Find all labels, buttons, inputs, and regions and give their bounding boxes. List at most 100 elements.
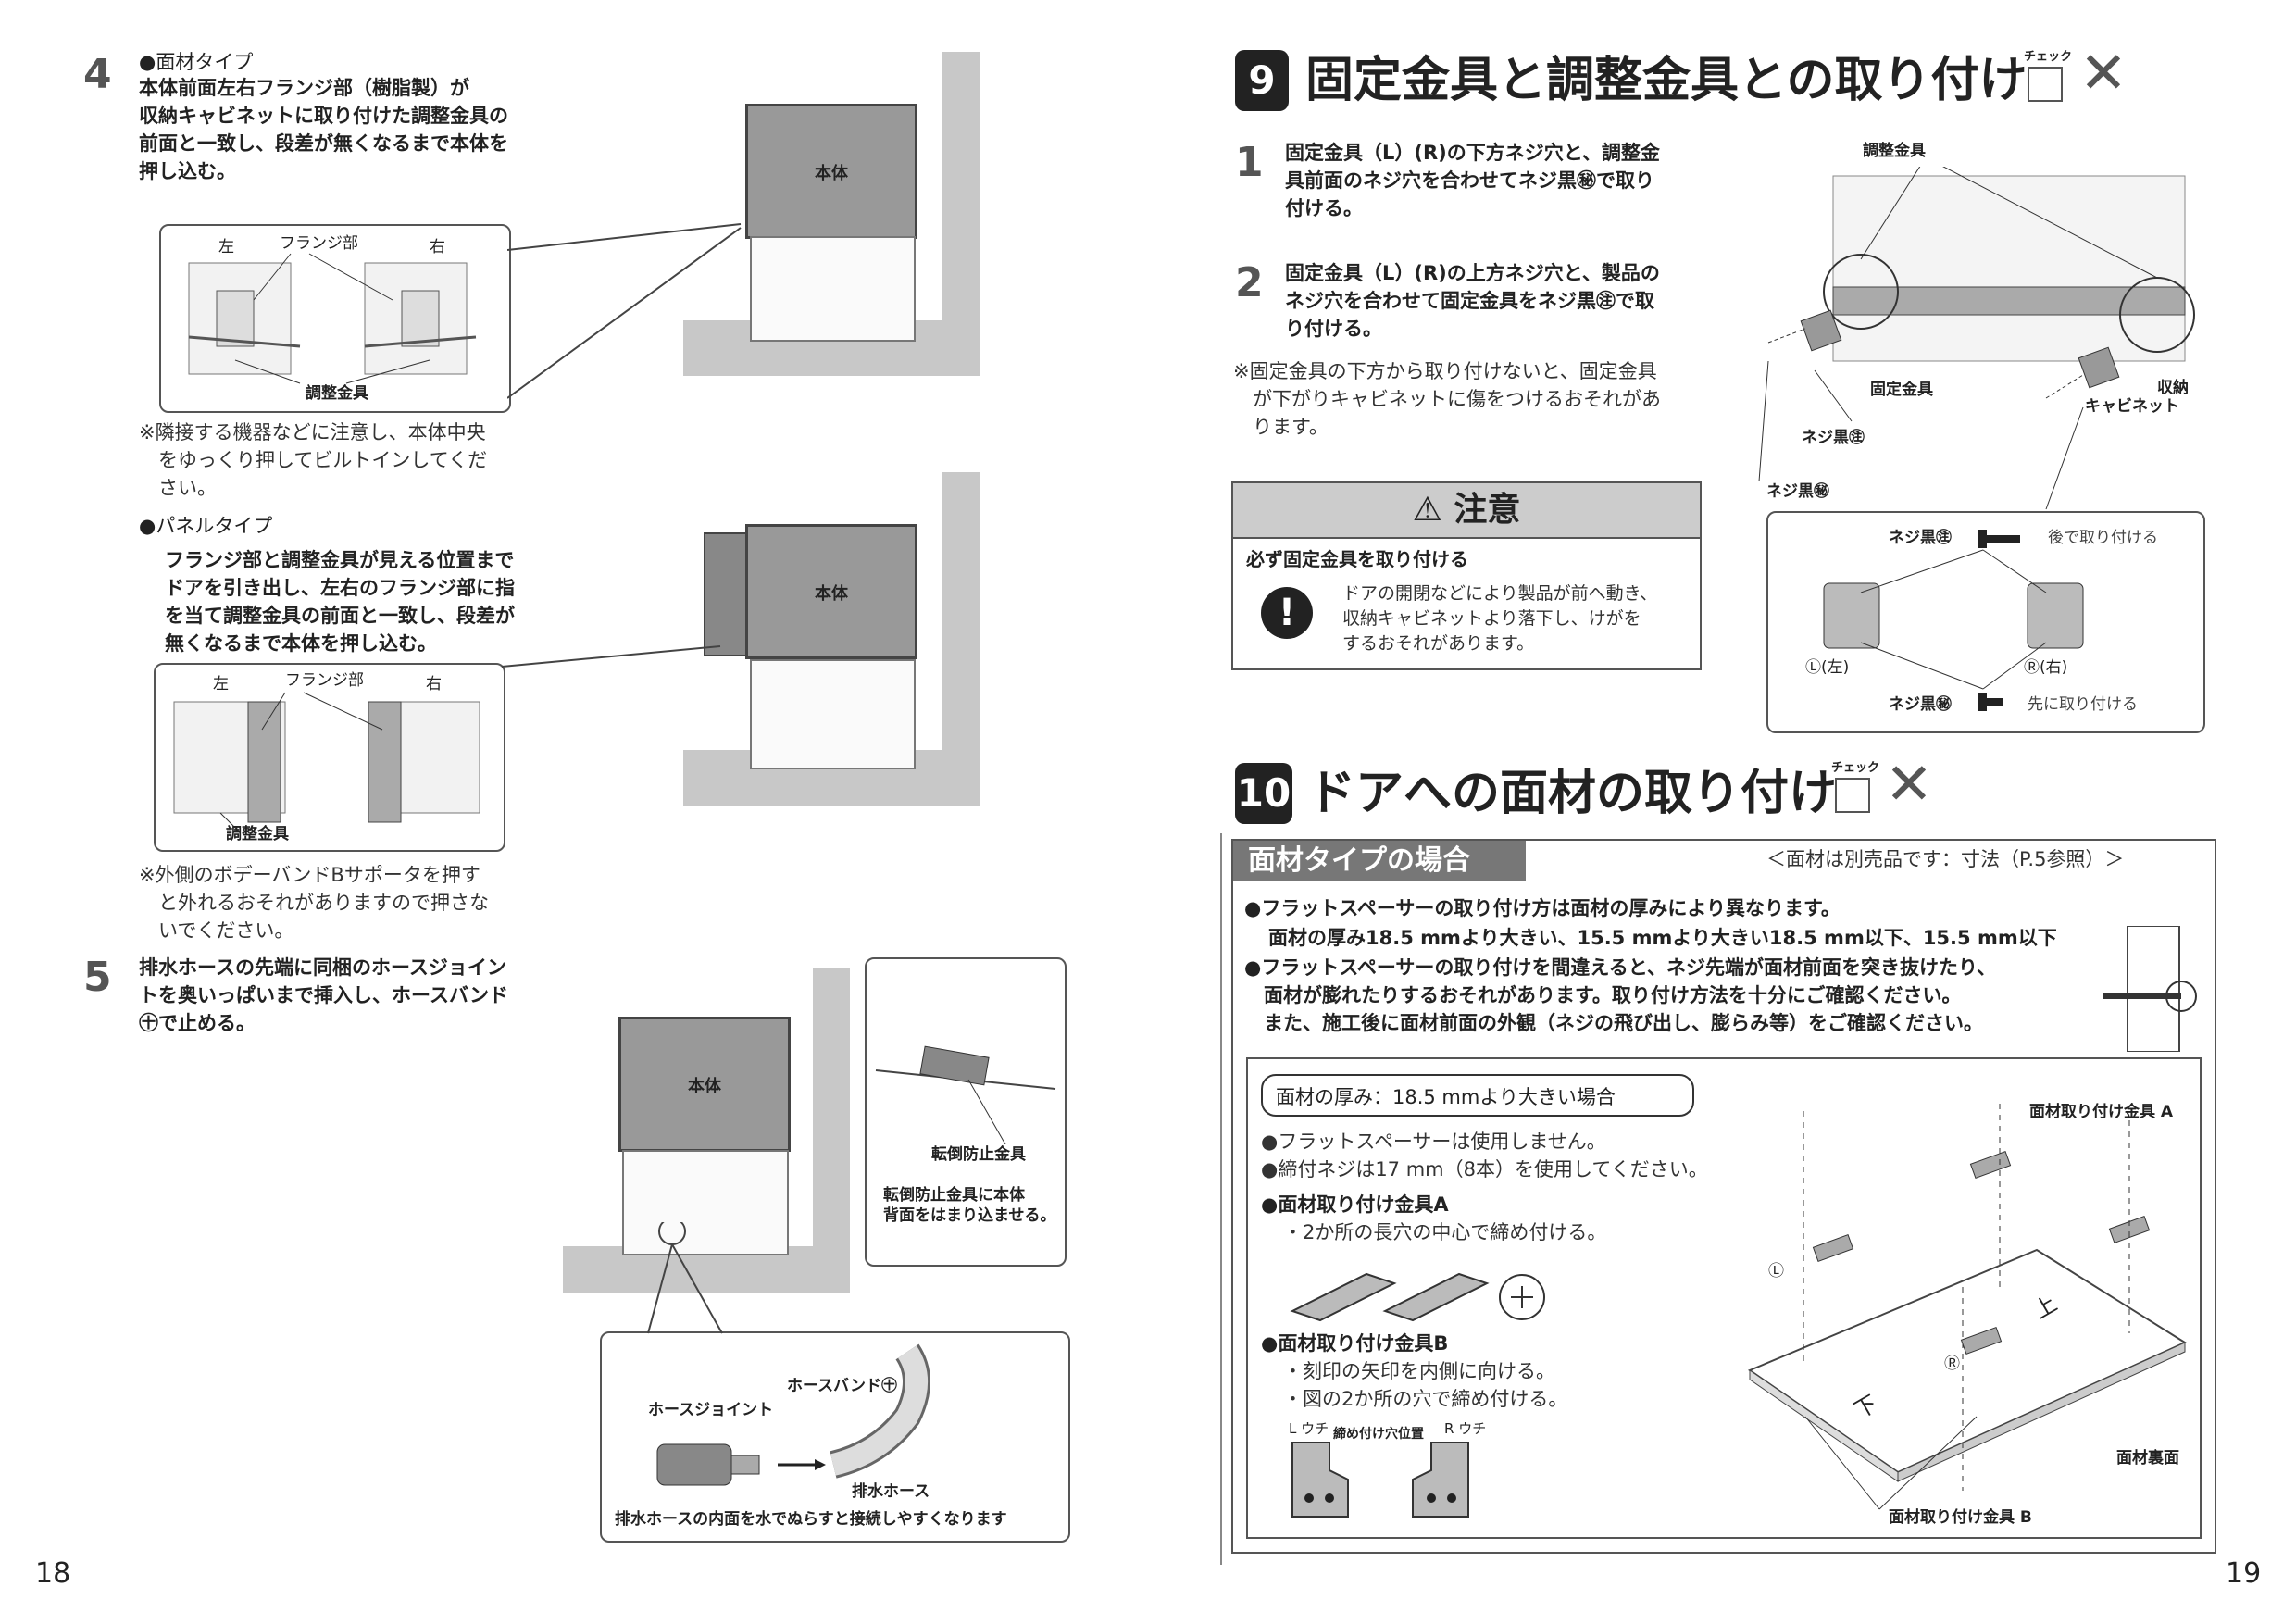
tip-bracket-note: 転倒防止金具に本体 背面をはまり込ませる。	[883, 1185, 1056, 1226]
case-label: 面材の厚み：18.5 mmより大きい場合	[1261, 1074, 1694, 1117]
caution-header: ⚠ 注意	[1233, 483, 1700, 539]
text-line: ※隣接する機器などに注意し、本体中央	[139, 421, 486, 443]
text-line: り付ける。	[1285, 318, 1382, 340]
text-line: 具前面のネジ穴を合わせてネジ黒㊙で取り	[1285, 169, 1654, 192]
bracket-a-head: ●面材取り付け金具A	[1261, 1193, 1449, 1216]
screw-order-illustration	[1823, 530, 2084, 711]
text-line: ・図の2か所の穴で締め付ける。	[1283, 1388, 1568, 1410]
page-number-right: 19	[2226, 1557, 2262, 1590]
text-line: 排水ホースの先端に同梱のホースジョイン	[139, 956, 506, 979]
step-9-2-number: 2	[1235, 259, 1264, 306]
tip-bracket-label: 転倒防止金具	[931, 1145, 1026, 1164]
flange-diagram-1: 左 フランジ部 右 調整金具	[159, 224, 511, 413]
text-line: トを奥いっぱいまで挿入し、ホースバンド	[139, 984, 508, 1006]
caution-head: 必ず固定金具を取り付ける	[1246, 548, 1468, 570]
unit-body-1: 本体	[745, 104, 917, 239]
label-cabinet-2: キャビネット	[2085, 397, 2179, 416]
hose-note: 排水ホースの内面を水でぬらすと接続しやすくなります	[615, 1510, 1007, 1529]
body-label: 本体	[815, 164, 848, 183]
text-line: 固定金具（L）(R)の上方ネジ穴と、製品の	[1285, 262, 1660, 284]
screw-through-illustration	[2103, 926, 2197, 1052]
text-line: 収納キャビネットに取り付けた調整金具の	[139, 105, 508, 127]
case-text: ●フラットスペーサーは使用しません。 ●締付ネジは17 mm（8本）を使用してく…	[1261, 1128, 1708, 1183]
section-10-badge: 10	[1235, 763, 1292, 824]
no-drill-icon: ✕	[2079, 39, 2128, 106]
hose-joint-label: ホースジョイント	[648, 1401, 774, 1419]
hose-callout: ホースジョイント ホースバンド㊉ 排水ホース 排水ホースの内面を水でぬらすと接続…	[600, 1331, 1070, 1543]
text-line: 転倒防止金具に本体	[883, 1186, 1025, 1205]
step-9-2-text: 固定金具（L）(R)の上方ネジ穴と、製品の ネジ穴を合わせて固定金具をネジ黒㊟で…	[1285, 259, 1660, 343]
unit-body-3: 本体	[618, 1017, 791, 1152]
step-5-number: 5	[83, 954, 112, 1001]
text-line: ドアを引き出し、左右のフランジ部に指	[165, 577, 515, 599]
bullet-2: ●フラットスペーサーの取り付けを間違えると、ネジ先端が面材前面を突き抜けたり、 …	[1244, 954, 1996, 1037]
caution-title: 注意	[1454, 491, 1521, 529]
leader-lines-2	[502, 645, 721, 668]
tip-bracket-callout: 転倒防止金具 転倒防止金具に本体 背面をはまり込ませる。	[865, 957, 1067, 1267]
label-R-mark: Ⓡ	[1944, 1355, 1960, 1373]
text-line: 押し込む。	[139, 160, 236, 182]
label-screw-short-2: ネジ黒㊙	[1889, 695, 1952, 714]
section-9-title: 固定金具と調整金具との取り付け	[1305, 53, 2028, 108]
label-right: 右	[430, 238, 445, 256]
step-4-number: 4	[83, 51, 112, 98]
bracket-b-text: ・刻印の矢印を内側に向ける。 ・図の2か所の穴で締め付ける。	[1283, 1357, 1567, 1413]
unit-base-1	[750, 236, 916, 342]
label-bracket-b: 面材取り付け金具 B	[1889, 1508, 2032, 1527]
check-label-9: チェック	[2024, 50, 2073, 64]
label-R: Ⓡ(右)	[2024, 658, 2068, 677]
sec10-frame	[1231, 839, 2216, 1554]
text-line: ・刻印の矢印を内側に向ける。	[1283, 1360, 1555, 1382]
label-bracket: 調整金具	[226, 825, 289, 843]
text-line: 本体前面左右フランジ部（樹脂製）が	[139, 77, 469, 99]
sec9-cabinet-diagram	[1758, 167, 2195, 510]
no-drill-icon: ✕	[1885, 750, 1933, 818]
label-after: 後で取り付ける	[2048, 529, 2158, 547]
section-10-title: ドアへの面材の取り付け	[1307, 766, 1838, 821]
hose-illustration	[656, 1343, 930, 1486]
caution-box: ⚠ 注意 必ず固定金具を取り付ける ! ドアの開閉などにより製品が前へ動き、 収…	[1231, 481, 1702, 670]
caution-text: ドアの開閉などにより製品が前へ動き、 収納キャビネットより落下し、けがを するお…	[1342, 581, 1657, 656]
label-cabinet: 収納	[2157, 378, 2189, 398]
bracket-a-illustration	[1290, 1272, 1545, 1322]
text-line: 面材が膨れたりするおそれがあります。取り付け方法を十分にご確認ください。	[1244, 984, 1962, 1006]
section-9-badge: 9	[1235, 50, 1289, 111]
bullet-1: ●フラットスペーサーの取り付け方は面材の厚みにより異なります。	[1244, 897, 1841, 919]
text-line: いでください。	[139, 919, 294, 942]
label-L-mark: Ⓛ	[1768, 1262, 1784, 1280]
b-right-stamp: R ウチ	[1444, 1420, 1487, 1437]
panel-type-label: ●パネルタイプ	[139, 515, 273, 537]
facing-type-band: 面材タイプの場合	[1233, 841, 1526, 881]
band-note: ＜面材は別売品です：寸法（P.5参照）＞	[1766, 848, 2125, 870]
facing-type-label: ●面材タイプ	[139, 51, 254, 73]
label-bracket-a: 面材取り付け金具 A	[2029, 1103, 2174, 1121]
text-line: をゆっくり押してビルトインしてくだ	[139, 449, 488, 471]
step-4-text: 本体前面左右フランジ部（樹脂製）が 収納キャビネットに取り付けた調整金具の 前面…	[139, 74, 508, 185]
label-L: Ⓛ(左)	[1805, 658, 1850, 677]
label-screw-short: ネジ黒㊙	[1766, 482, 1829, 501]
flange-illustration-2	[173, 692, 480, 832]
text-line: 付ける。	[1285, 197, 1363, 219]
panel-type-text: フランジ部と調整金具が見える位置まで ドアを引き出し、左右のフランジ部に指 を当…	[165, 546, 515, 657]
exclamation-icon: !	[1261, 587, 1313, 639]
label-adjust-bracket: 調整金具	[1863, 142, 1926, 160]
unit-body-2: 本体	[745, 524, 917, 659]
page-number-left: 18	[35, 1557, 71, 1590]
unit-base-3	[622, 1150, 789, 1255]
drain-hose-label: 排水ホース	[852, 1482, 930, 1501]
label-panel-back: 面材裏面	[2116, 1449, 2179, 1468]
step-9-1-text: 固定金具（L）(R)の下方ネジ穴と、調整金 具前面のネジ穴を合わせてネジ黒㊙で取…	[1285, 139, 1660, 222]
b-left-stamp: L ウチ	[1289, 1420, 1329, 1437]
label-flange: フランジ部	[280, 234, 358, 253]
unit-base-2	[750, 659, 916, 769]
text-line: が下がりキャビネットに傷をつけるおそれがあ	[1233, 388, 1661, 410]
label-left: 左	[213, 675, 229, 693]
text-line: 固定金具（L）(R)の下方ネジ穴と、調整金	[1285, 142, 1660, 164]
text-line: ●フラットスペーサーは使用しません。	[1261, 1131, 1606, 1153]
text-line: 背面をはまり込ませる。	[883, 1206, 1056, 1225]
text-line: ●フラットスペーサーの取り付けを間違えると、ネジ先端が面材前面を突き抜けたり、	[1244, 956, 1997, 979]
screw-order-box: ネジ黒㊟ 後で取り付ける Ⓛ(左) Ⓡ(右) ネジ黒㊙ 先に取り付ける	[1766, 511, 2205, 733]
hose-band-label: ホースバンド㊉	[787, 1377, 897, 1395]
label-right: 右	[426, 675, 442, 693]
body-label: 本体	[815, 584, 848, 604]
